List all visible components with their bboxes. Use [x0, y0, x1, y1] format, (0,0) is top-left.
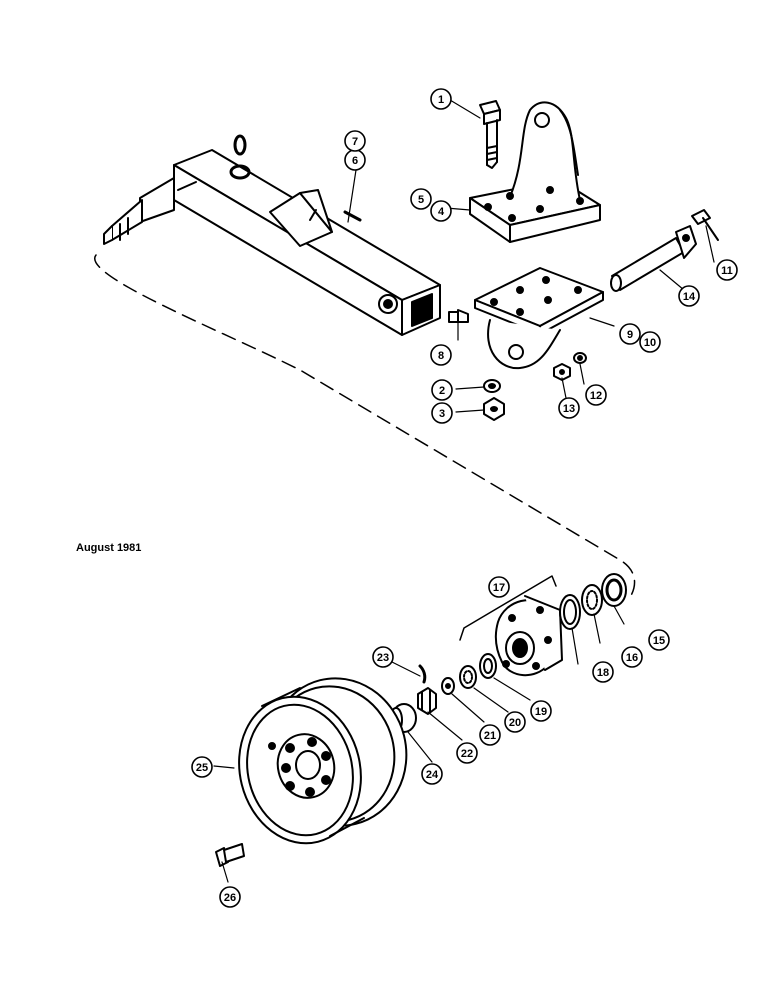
callout-number-6: 6: [352, 155, 358, 167]
callout-circle-19: [530, 700, 552, 722]
washer-21: [441, 677, 455, 695]
upper-mounting-bracket: [469, 101, 601, 243]
callout-circle-4: [430, 200, 452, 222]
callout-circle-16: [621, 646, 643, 668]
callout-number-15: 15: [653, 635, 665, 647]
callout-circle-21: [479, 724, 501, 746]
callout-number-11: 11: [721, 265, 733, 277]
callout-number-16: 16: [626, 652, 638, 664]
dashed-connection-line: [94, 254, 636, 601]
callout-number-21: 21: [484, 730, 496, 742]
lower-mounting-bracket: [474, 267, 604, 370]
callout-number-7: 7: [352, 136, 358, 148]
callout-group: 1234567891011121314151617181920212223242…: [191, 88, 738, 908]
callout-number-13: 13: [563, 403, 575, 415]
callout-number-26: 26: [224, 892, 236, 904]
pivot-pin: [610, 225, 697, 292]
grease-fitting: [448, 309, 469, 323]
callout-number-8: 8: [438, 350, 444, 362]
callout-circle-23: [372, 646, 394, 668]
callout-number-18: 18: [597, 667, 609, 679]
bearing-cup-19: [479, 653, 497, 679]
wheel-bolt-26: [215, 843, 245, 867]
callout-number-12: 12: [590, 390, 602, 402]
date-label: August 1981: [76, 542, 142, 554]
bearing-cup-18: [559, 594, 581, 630]
callout-circle-17: [488, 576, 510, 598]
callout-circle-5: [410, 188, 432, 210]
axle-beam: [103, 134, 441, 336]
callout-circle-18: [592, 661, 614, 683]
callout-circle-13: [558, 397, 580, 419]
callout-circle-1: [430, 88, 452, 110]
callout-number-9: 9: [627, 329, 633, 341]
bolt-11: [691, 209, 719, 241]
callout-circle-12: [585, 384, 607, 406]
callout-number-22: 22: [461, 748, 473, 760]
leader-lines: [213, 99, 715, 883]
bearing-cone-20: [459, 665, 477, 689]
callout-circle-15: [648, 629, 670, 651]
callout-circle-24: [421, 763, 443, 785]
callout-number-20: 20: [509, 717, 521, 729]
castle-nut-22: [417, 687, 437, 715]
callout-number-2: 2: [439, 385, 445, 397]
callout-number-4: 4: [438, 206, 445, 218]
callout-number-23: 23: [377, 652, 389, 664]
callout-circle-8: [430, 344, 452, 366]
lock-washer-2: [483, 379, 501, 393]
callout-number-17: 17: [493, 582, 505, 594]
callout-circle-10: [639, 331, 661, 353]
callout-circle-14: [678, 285, 700, 307]
bolt-1: [479, 100, 501, 169]
callout-circle-26: [219, 886, 241, 908]
callout-circle-7: [344, 130, 366, 152]
callout-number-1: 1: [438, 94, 444, 106]
callout-circle-9: [619, 323, 641, 345]
callout-number-5: 5: [418, 194, 424, 206]
callout-circle-20: [504, 711, 526, 733]
seal-15: [601, 573, 627, 607]
callout-number-19: 19: [535, 706, 547, 718]
cotter-pin-23: [418, 664, 427, 684]
bearing-cone-16: [581, 584, 603, 616]
callout-circle-22: [456, 742, 478, 764]
wheel-rim: [238, 677, 408, 845]
callout-number-3: 3: [439, 408, 445, 420]
callout-number-14: 14: [683, 291, 696, 303]
callout-circle-25: [191, 756, 213, 778]
nut-13: [553, 363, 571, 381]
callout-number-10: 10: [644, 337, 656, 349]
callout-number-24: 24: [426, 769, 439, 781]
callout-circle-3: [431, 402, 453, 424]
hub-assembly-bracket: [459, 575, 557, 641]
callout-circle-11: [716, 259, 738, 281]
callout-circle-2: [431, 379, 453, 401]
nut-3: [483, 397, 505, 421]
lock-washer-12: [573, 352, 587, 364]
callout-number-25: 25: [196, 762, 208, 774]
wheel-hub: [494, 595, 563, 677]
